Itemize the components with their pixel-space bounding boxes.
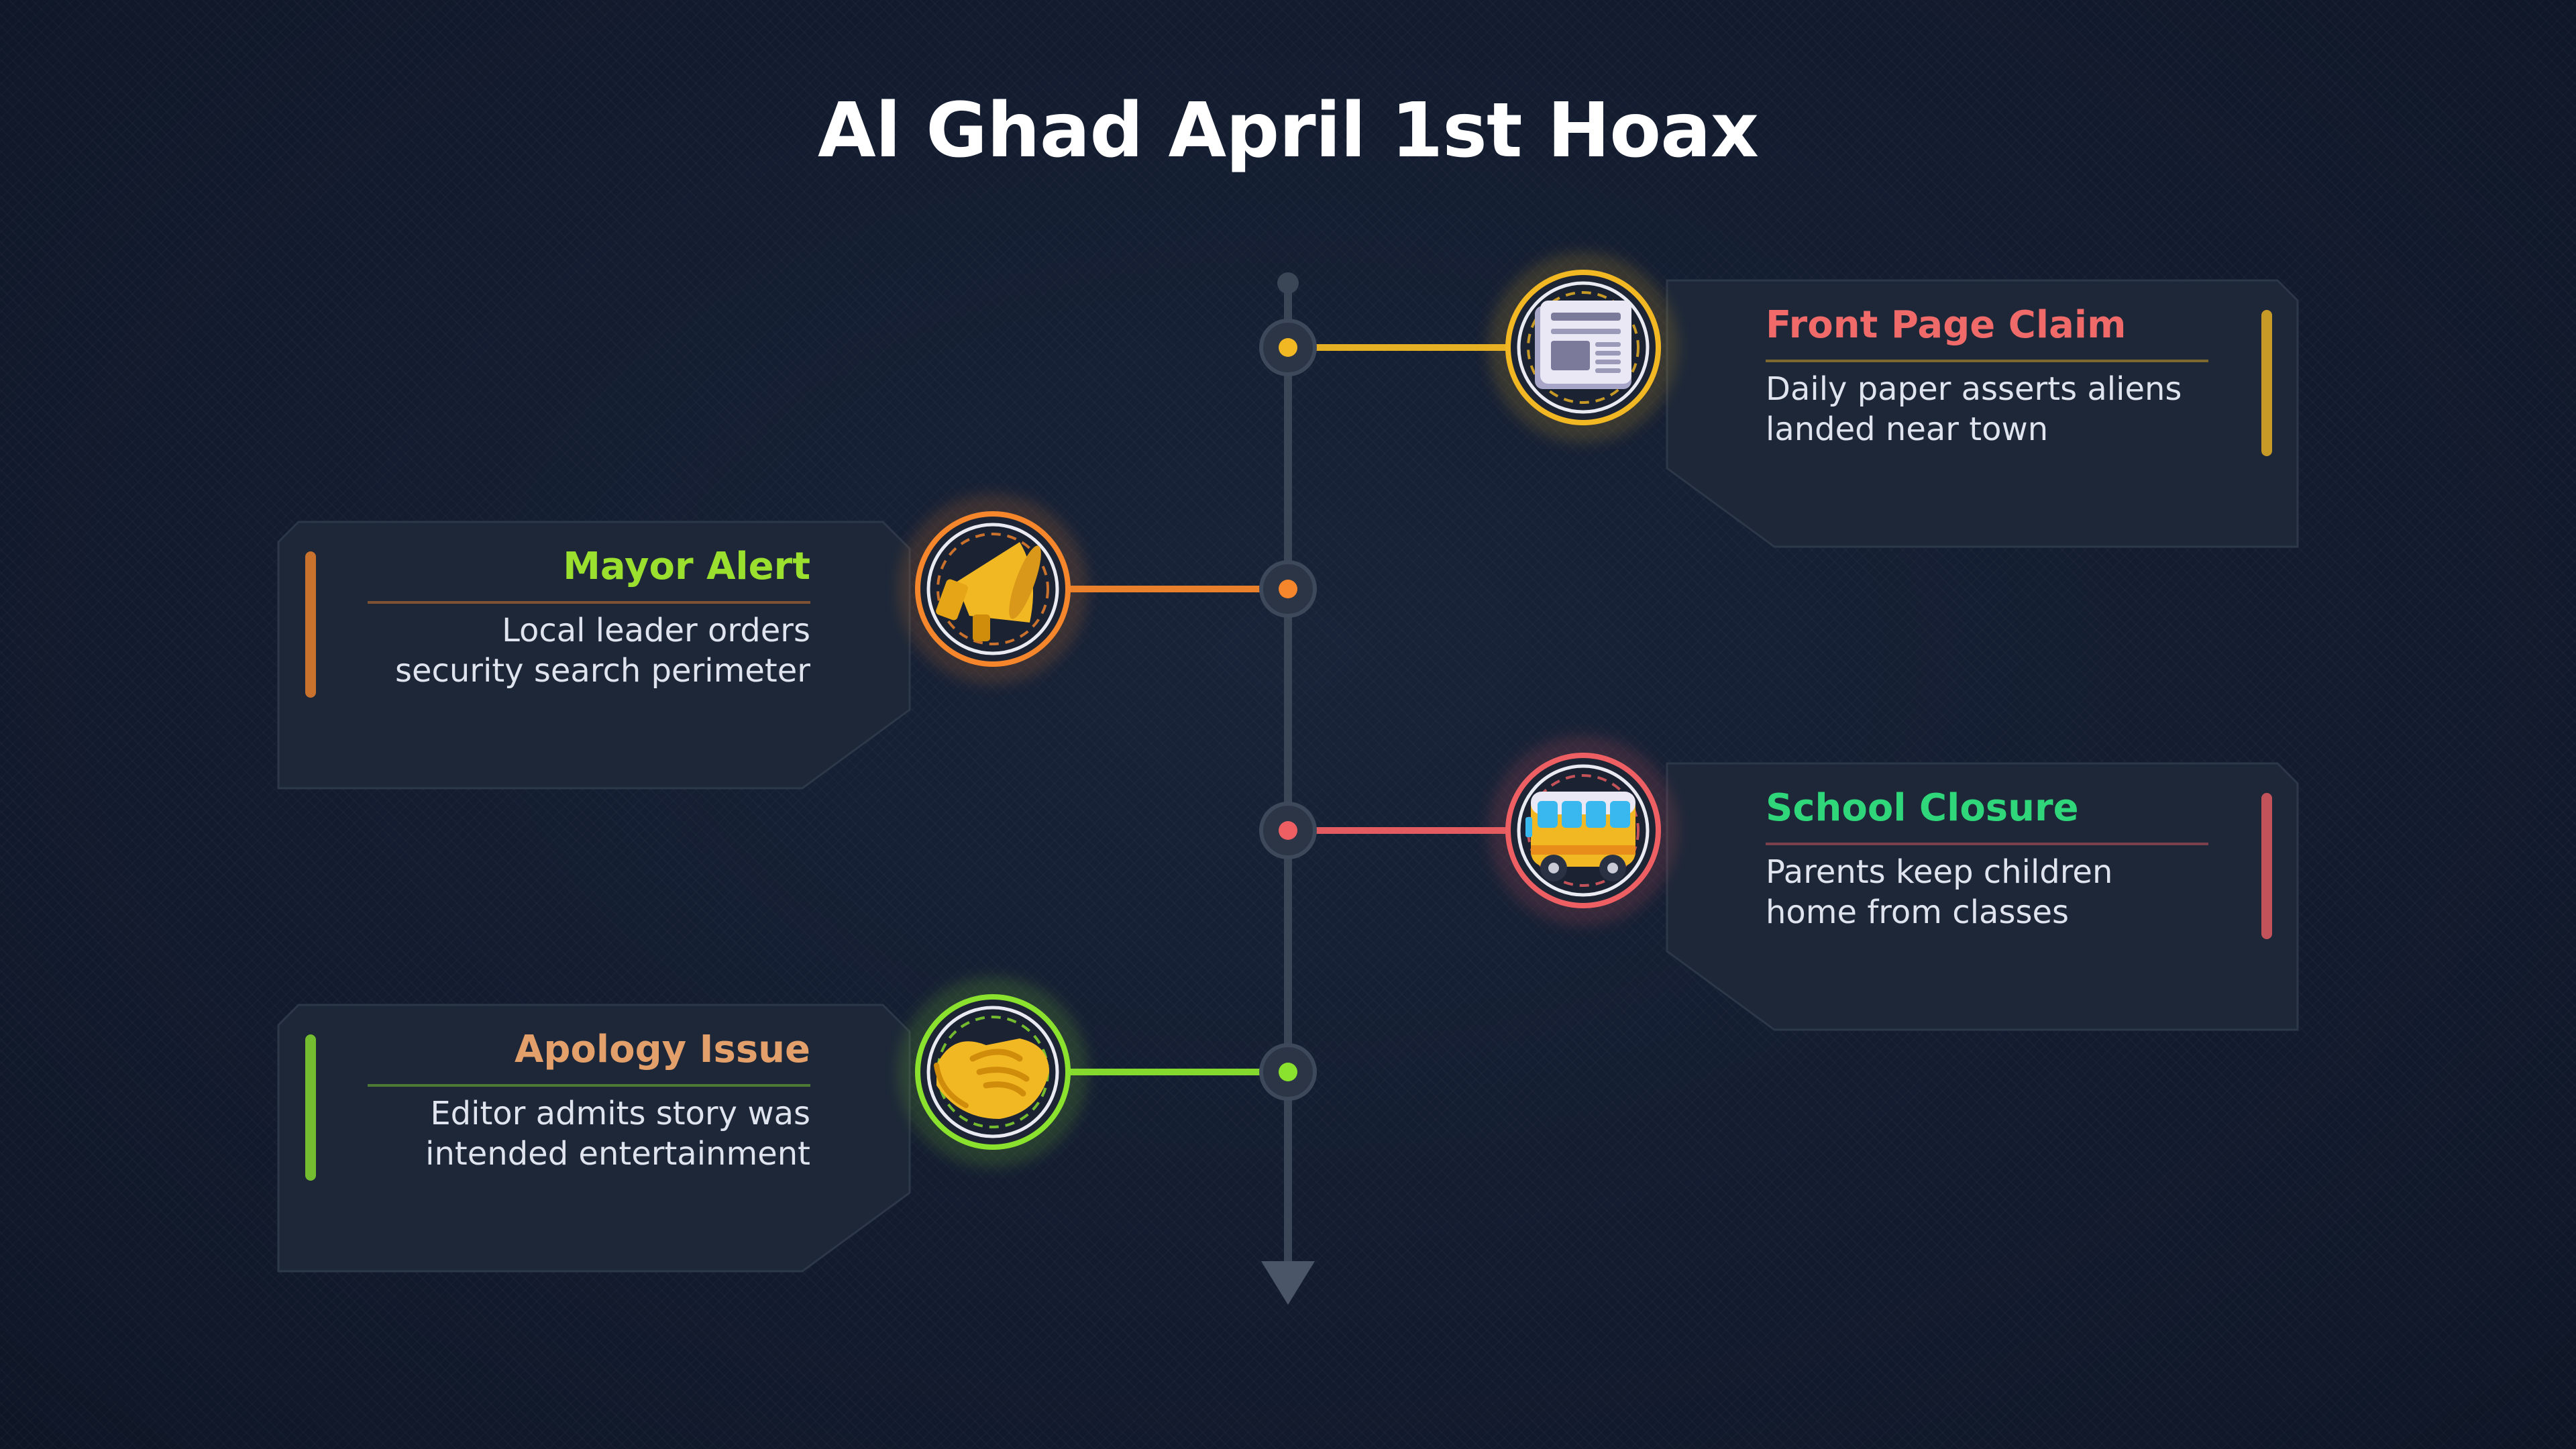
card-accent-bar	[305, 551, 316, 698]
event-card	[277, 1004, 911, 1273]
event-title: School Closure	[1766, 786, 2079, 830]
newspaper-icon	[1535, 301, 1631, 389]
event-card	[1666, 279, 2299, 548]
school-bus-icon	[1525, 792, 1635, 881]
event-description: Editor admits story was intended enterta…	[425, 1095, 810, 1173]
timeline-event-4	[277, 977, 1317, 1273]
event-description: Daily paper asserts aliens landed near t…	[1766, 370, 2182, 448]
event-description: Parents keep children home from classes	[1766, 853, 2113, 931]
axis-arrowhead	[1261, 1261, 1315, 1305]
page-title: Al Ghad April 1st Hoax	[818, 87, 1759, 174]
event-description: Local leader orders security search peri…	[394, 612, 810, 690]
timeline-event-2	[277, 494, 1317, 790]
event-title: Front Page Claim	[1766, 303, 2127, 347]
card-accent-bar	[2261, 793, 2272, 939]
event-title: Apology Issue	[515, 1028, 810, 1071]
axis-start-cap	[1277, 272, 1299, 294]
icon-ring-dashed	[1527, 291, 1640, 404]
card-accent-bar	[2261, 310, 2272, 456]
event-title: Mayor Alert	[563, 545, 810, 588]
timeline-event-1	[1259, 252, 2299, 548]
timeline-event-3	[1259, 735, 2299, 1031]
card-accent-bar	[305, 1034, 316, 1181]
event-card	[1666, 762, 2299, 1031]
axis-node-dot	[1279, 821, 1297, 840]
handshake-icon	[934, 1038, 1049, 1119]
axis-node-dot	[1279, 1063, 1297, 1081]
axis-node-dot	[1279, 338, 1297, 357]
event-card	[277, 521, 911, 790]
icon-ring-dashed	[936, 533, 1049, 645]
megaphone-icon	[936, 542, 1041, 641]
axis-node-dot	[1279, 580, 1297, 598]
icon-ring-dashed	[1527, 774, 1640, 887]
